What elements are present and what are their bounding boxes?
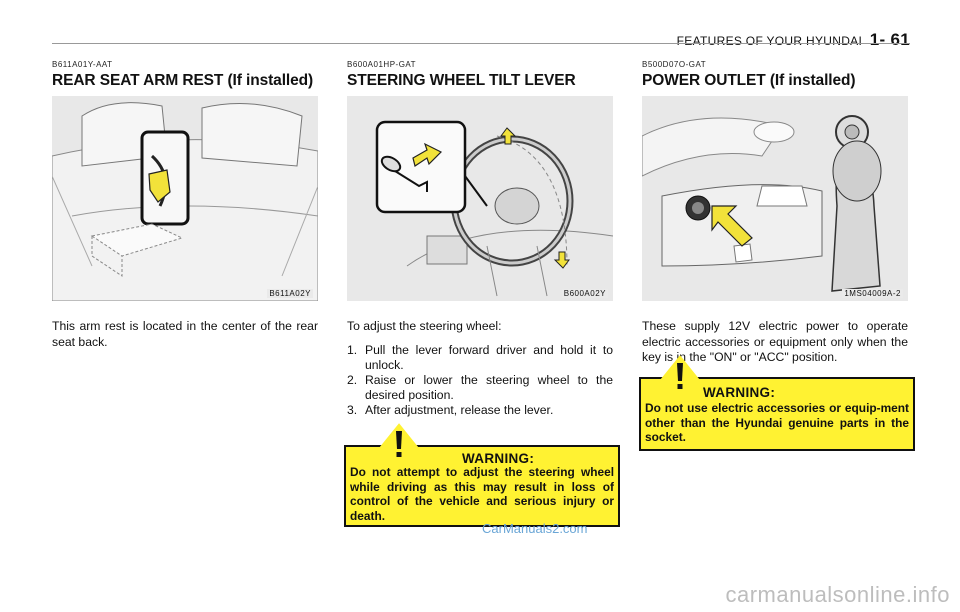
section-code: B611A01Y-AAT [52,60,113,69]
section-body: To adjust the steering wheel: [347,319,502,333]
footer-watermark: carmanualsonline.info [725,582,950,607]
warning-icon [650,355,710,393]
watermark-link[interactable]: CarManuals2.com [482,521,588,536]
figure-label: B600A02Y [561,289,608,298]
section-body: This arm rest is located in the center o… [52,319,318,349]
step-item: 3.After adjustment, release the lever. [347,402,554,417]
step-item: 1.Pull the lever forward driver and hold… [347,342,613,372]
section-code: B600A01HP-GAT [347,60,417,69]
section-title: REAR SEAT ARM REST (If installed) [52,72,314,89]
page-header: FEATURES OF YOUR HYUNDAI 1- 61 [677,30,910,50]
warning-text: Do not attempt to adjust the steering wh… [350,465,614,523]
steps-list: 1.Pull the lever forward driver and hold… [347,343,613,418]
step-item: 2.Raise or lower the steering wheel to t… [347,372,613,402]
arm-rest-illustration: B611A02Y [52,96,318,301]
header-section: FEATURES OF YOUR HYUNDAI [676,34,863,48]
steering-warning-box: WARNING: Do not attempt to adjust the st… [344,423,620,527]
section-steering-tilt: B600A01HP-GAT STEERING WHEEL TILT LEVER … [347,60,613,418]
warning-icon [369,423,429,461]
section-body: These supply 12V electric power to opera… [642,319,908,364]
figure-label: B611A02Y [267,289,313,298]
page-number: 1- 61 [869,30,910,49]
section-rear-arm-rest: B611A01Y-AAT REAR SEAT ARM REST (If inst… [52,60,318,350]
warning-heading: WARNING: [703,385,776,400]
outlet-warning-box: WARNING: Do not use electric accessories… [639,355,915,451]
power-outlet-illustration: 1MS04009A-2 [642,96,908,301]
section-power-outlet: B500D07O-GAT POWER OUTLET (If installed)… [642,60,908,366]
steering-wheel-illustration: B600A02Y [347,96,613,301]
section-title: POWER OUTLET (If installed) [642,72,856,89]
warning-heading: WARNING: [462,451,535,466]
figure-label: 1MS04009A-2 [842,289,903,298]
section-title: STEERING WHEEL TILT LEVER [347,72,576,89]
warning-text: Do not use electric accessories or equip… [645,401,909,445]
header-rule [52,43,910,44]
section-code: B500D07O-GAT [642,60,707,69]
